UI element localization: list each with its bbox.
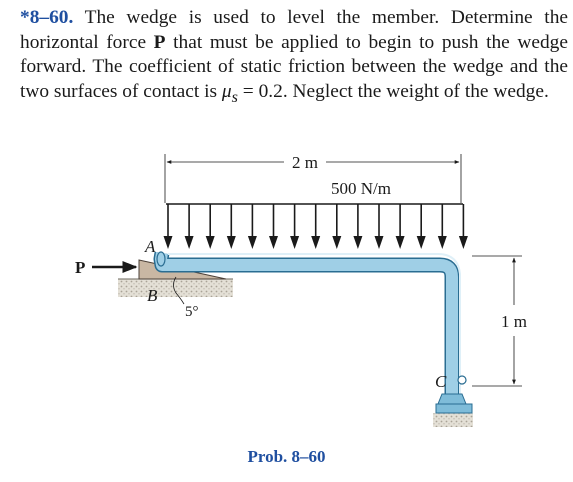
load-arrow-head — [184, 236, 194, 249]
load-arrow-head — [437, 236, 447, 249]
load-arrow-head — [353, 236, 363, 249]
problem-text-1: The wedge is used to level the member. D… — [20, 7, 568, 53]
load-arrow-head — [247, 236, 257, 249]
pin-support — [437, 393, 467, 405]
mu-symbol: μ — [221, 80, 232, 102]
load-arrow-head — [163, 236, 173, 249]
force-label: P — [75, 258, 85, 277]
ground-right — [433, 413, 473, 427]
point-b-label: B — [147, 286, 158, 305]
member-end — [156, 251, 166, 267]
span-label: 2 m — [292, 153, 318, 172]
load-arrow-head — [226, 236, 236, 249]
problem-number: *8–60. — [20, 7, 74, 28]
pin-c — [457, 375, 467, 385]
force-symbol: P — [153, 31, 166, 53]
problem-statement: *8–60. The wedge is used to level the me… — [20, 6, 568, 110]
span-dimension: 2 m — [164, 153, 462, 203]
angle-leader — [173, 276, 185, 305]
figure-caption: Prob. 8–60 — [247, 447, 326, 466]
load-arrow-head — [395, 236, 405, 249]
load-arrow-head — [458, 236, 468, 249]
ground-left — [118, 279, 233, 297]
point-a-label: A — [144, 237, 156, 256]
angle-label: 5° — [185, 304, 199, 320]
load-arrow-head — [311, 236, 321, 249]
member — [155, 252, 458, 406]
load-arrow-head — [290, 236, 300, 249]
load-label: 500 N/m — [331, 179, 391, 198]
base-plate — [435, 403, 473, 414]
mu-subscript: s — [231, 88, 238, 106]
load-arrows — [163, 204, 468, 249]
point-c-label: C — [435, 372, 447, 391]
problem-text-2: that must be applied to begin to push th… — [20, 31, 568, 102]
load-arrow-head — [416, 236, 426, 249]
load-arrow-head — [269, 236, 278, 249]
load-arrow-head — [205, 236, 215, 249]
problem-text-3: = 0.2. Neglect the weight of the wedge. — [237, 80, 549, 102]
load-arrow-head — [332, 236, 342, 249]
height-dimension: 1 m — [472, 255, 527, 387]
load-arrow-head — [374, 236, 384, 249]
height-label: 1 m — [501, 312, 527, 331]
